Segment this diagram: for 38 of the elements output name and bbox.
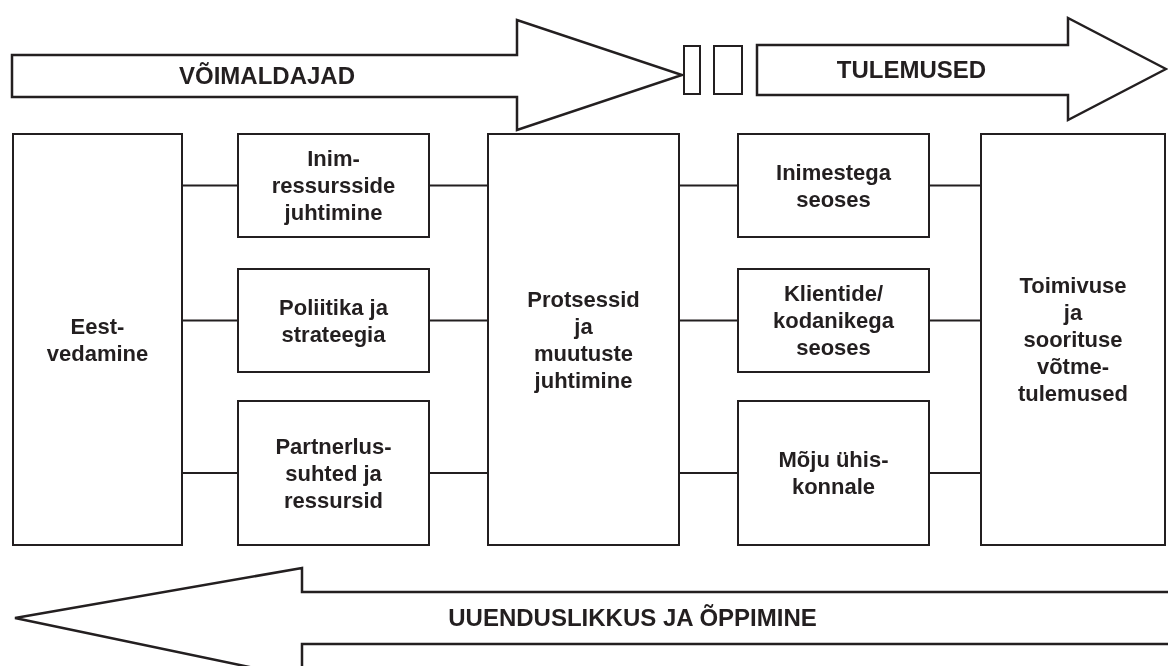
process-box (237, 133, 430, 238)
box-label: Inim- ressursside juhtimine (270, 145, 397, 226)
connector-line (182, 184, 238, 187)
empty-box (713, 45, 743, 95)
box-label: Protsessid ja muutuste juhtimine (526, 285, 641, 394)
box-label: Toimivuse ja soorituse võtme- tulemused (1017, 272, 1129, 407)
connector-line (929, 319, 981, 322)
empty-box (683, 45, 701, 95)
connector-line (679, 472, 738, 474)
arrow-banner (12, 20, 682, 130)
banner-label: VÕIMALDAJAD (179, 62, 355, 90)
banner-label: UUENDUSLIKKUS JA ÕPPIMINE (448, 604, 817, 632)
process-box (12, 133, 183, 546)
box-label: Poliitika ja strateegia (278, 293, 389, 348)
connector-line (429, 472, 488, 474)
arrow-banner (757, 18, 1166, 120)
connector-line (929, 472, 981, 474)
box-label: Inimestega seoses (775, 158, 892, 213)
process-box (237, 268, 430, 373)
process-box (737, 400, 930, 546)
box-label: Mõju ühis- konnale (777, 446, 890, 500)
box-label: Partnerlus- suhted ja ressursid (274, 432, 393, 514)
process-box (487, 133, 680, 546)
process-box (737, 268, 930, 373)
connector-line (429, 319, 488, 322)
connector-line (679, 184, 738, 187)
arrow-banner (15, 568, 1168, 666)
connector-line (679, 319, 738, 322)
process-box (980, 133, 1166, 546)
banner-label: TULEMUSED (836, 56, 987, 84)
connector-line (429, 184, 488, 187)
connector-line (182, 319, 238, 322)
process-box (237, 400, 430, 546)
connector-line (182, 472, 238, 474)
box-label: Eest- vedamine (45, 312, 150, 367)
process-box (737, 133, 930, 238)
connector-line (929, 184, 981, 187)
box-label: Klientide/ kodanikega seoses (771, 280, 895, 361)
